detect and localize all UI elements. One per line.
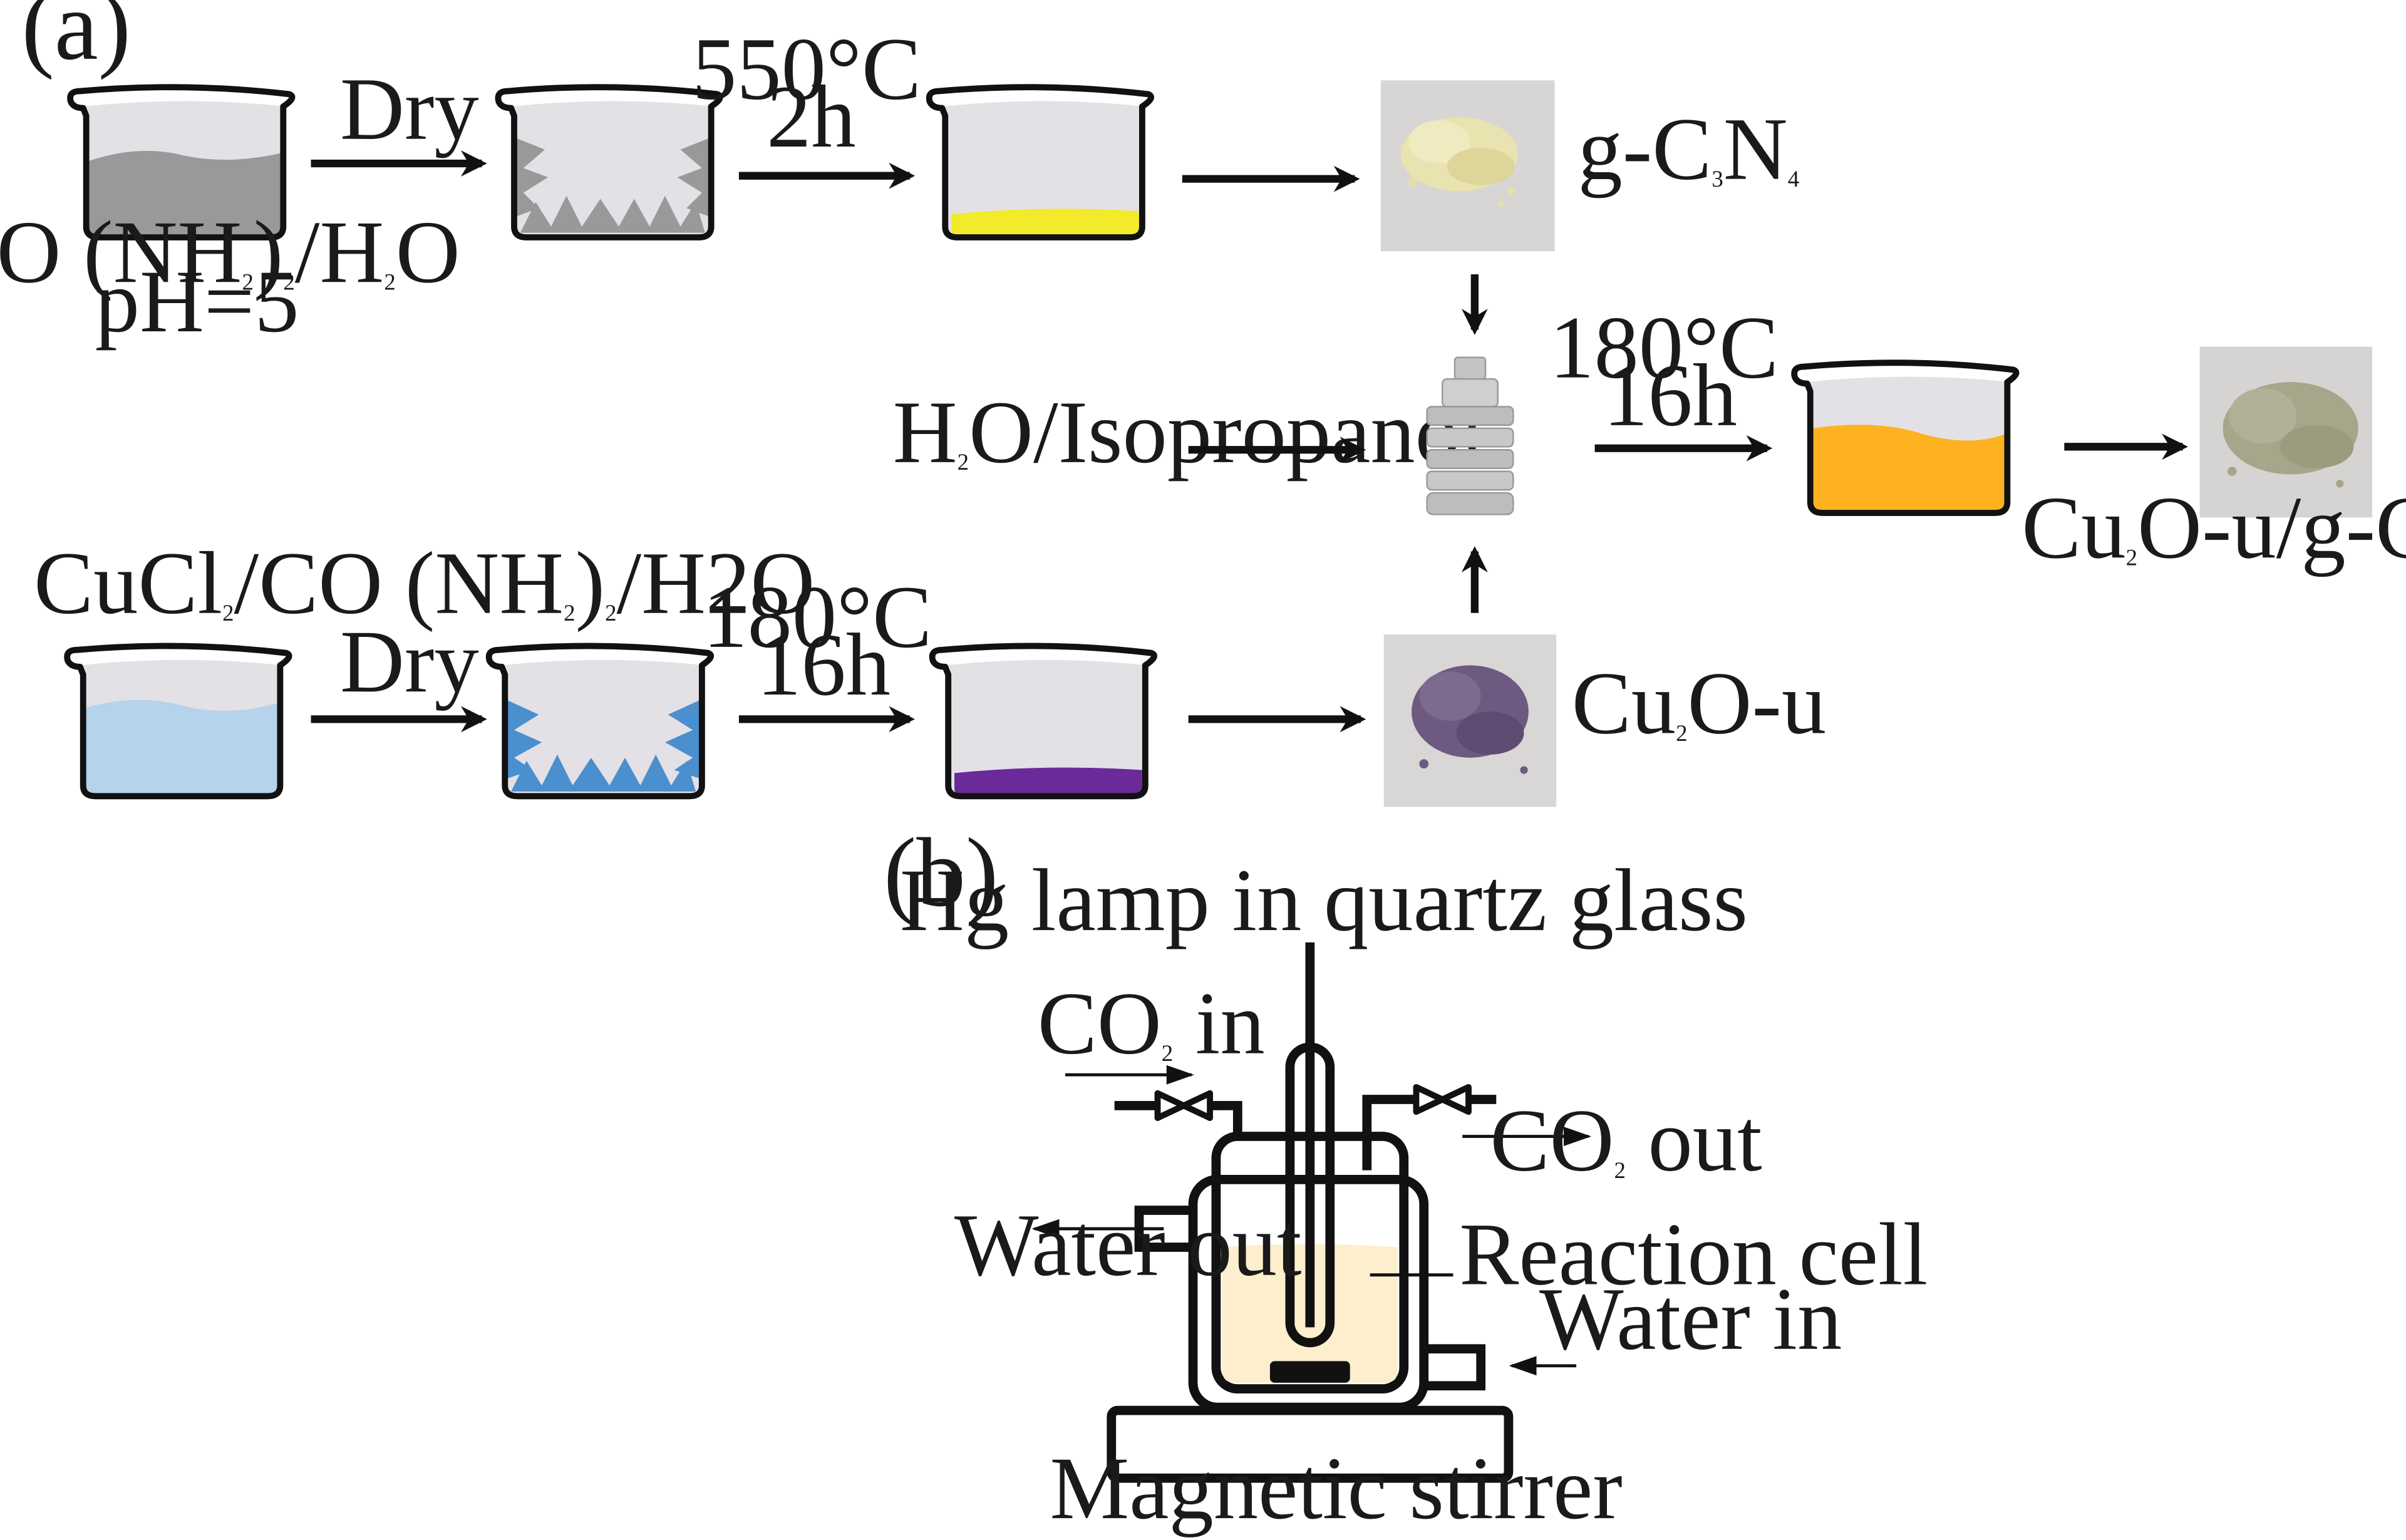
lamp-label: Hg lamp in quartz glass bbox=[900, 850, 1748, 949]
dry-label-row2: Dry bbox=[340, 612, 479, 711]
hydrothermal-temp-row2: 180°C bbox=[703, 567, 932, 666]
beaker-dried-urea bbox=[498, 87, 720, 237]
panel-b-label: (b) bbox=[884, 819, 998, 928]
co2-out-line bbox=[1362, 1095, 1497, 1171]
reaction-cell-label: Reaction cell bbox=[1459, 1205, 1928, 1304]
co2-in-valve bbox=[1154, 1090, 1213, 1121]
beaker-composite bbox=[1794, 363, 2016, 513]
gcn-label: g-C3N4 bbox=[1578, 100, 1800, 199]
cu2o-label: Cu2O-u bbox=[1572, 654, 1826, 753]
dry-label-row1: Dry bbox=[340, 59, 479, 158]
solvothermal-temp: 180°C bbox=[1549, 298, 1779, 397]
panel-a-label: (a) bbox=[21, 0, 131, 81]
water-in-port bbox=[1423, 1344, 1486, 1391]
beaker-copper-solution bbox=[67, 646, 289, 796]
stirrer-label: Magnetic stirrer bbox=[1050, 1439, 1622, 1537]
water-out-label: Water out bbox=[954, 1196, 1302, 1295]
beaker-gcn bbox=[929, 87, 1151, 237]
urea-precursor-label: CO (NH2)2/H2O bbox=[0, 202, 460, 301]
composite-label: Cu2O-u/g-C3N4 bbox=[2021, 478, 2406, 577]
beaker-cu2o bbox=[932, 646, 1154, 796]
beaker-urea-solution bbox=[70, 87, 292, 237]
co2-in-label: CO2 in bbox=[1038, 974, 1265, 1073]
gcn-powder-photo bbox=[1380, 80, 1555, 252]
solvent-label: H2O/Isopropanol bbox=[893, 383, 1485, 482]
water-in-label: Water in bbox=[1539, 1269, 1842, 1368]
stir-bar bbox=[1269, 1361, 1350, 1383]
co2-out-label: CO2 out bbox=[1490, 1091, 1762, 1190]
cucl2-precursor-label: CuCl2/CO (NH2)2/H2O bbox=[34, 534, 815, 633]
co2-out-valve bbox=[1413, 1083, 1472, 1115]
calcination-temp: 550°C bbox=[692, 19, 921, 118]
autoclave bbox=[1426, 356, 1514, 515]
hydrothermal-time-row2: 16h bbox=[756, 615, 891, 714]
ph-label: pH=5 bbox=[95, 252, 299, 351]
calcination-time: 2h bbox=[767, 67, 856, 166]
composite-powder-photo bbox=[2199, 346, 2372, 518]
co2-in-line bbox=[1114, 1100, 1242, 1140]
beaker-dried-copper bbox=[489, 646, 711, 796]
cu2o-powder-photo bbox=[1383, 634, 1557, 807]
solvothermal-time: 16h bbox=[1603, 346, 1737, 445]
